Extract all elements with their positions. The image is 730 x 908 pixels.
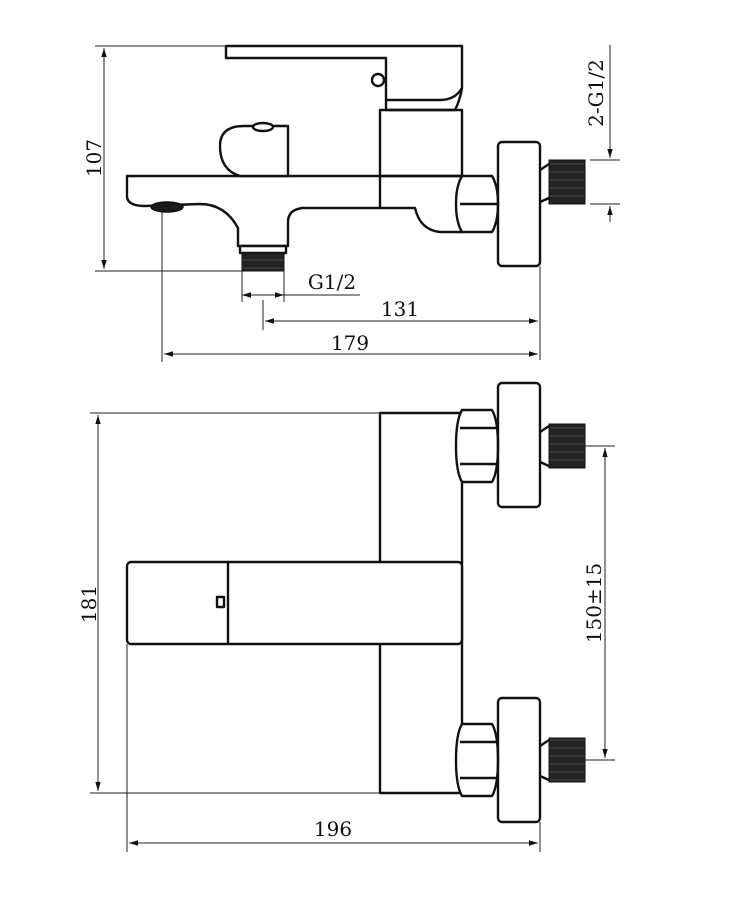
side-view: 107 G1/2 131 179 2-G1/2 xyxy=(82,44,620,362)
front-view: 181 150±15 196 xyxy=(77,381,615,852)
dim-196-label: 196 xyxy=(314,817,352,841)
lever-handle xyxy=(224,44,464,102)
dim-2g12-label: 2-G1/2 xyxy=(584,59,608,127)
main-body xyxy=(125,174,464,248)
top-inlet-nut xyxy=(454,408,500,484)
lever-pin xyxy=(370,72,386,88)
spout-outlet xyxy=(150,201,184,213)
cartridge-body xyxy=(378,108,464,178)
top-thread xyxy=(548,423,586,469)
outlet-thread xyxy=(241,252,285,272)
dim-181-label: 181 xyxy=(77,585,101,623)
front-lever-body xyxy=(125,560,464,646)
top-flange xyxy=(496,381,542,509)
knob-cap xyxy=(251,121,275,133)
escutcheon-flange xyxy=(496,140,542,268)
dim-150-label: 150±15 xyxy=(582,563,606,643)
diverter-knob xyxy=(218,124,290,178)
bottom-thread xyxy=(548,737,586,783)
bottom-inlet-nut xyxy=(454,722,500,798)
outlet-nut xyxy=(238,244,288,255)
dim-179-label: 179 xyxy=(331,331,369,355)
dim-107-label: 107 xyxy=(82,139,106,177)
inlet-thread xyxy=(548,159,586,205)
bottom-flange xyxy=(496,696,542,824)
dim-g12-spout-label: G1/2 xyxy=(308,270,356,294)
dim-131-label: 131 xyxy=(381,297,419,321)
